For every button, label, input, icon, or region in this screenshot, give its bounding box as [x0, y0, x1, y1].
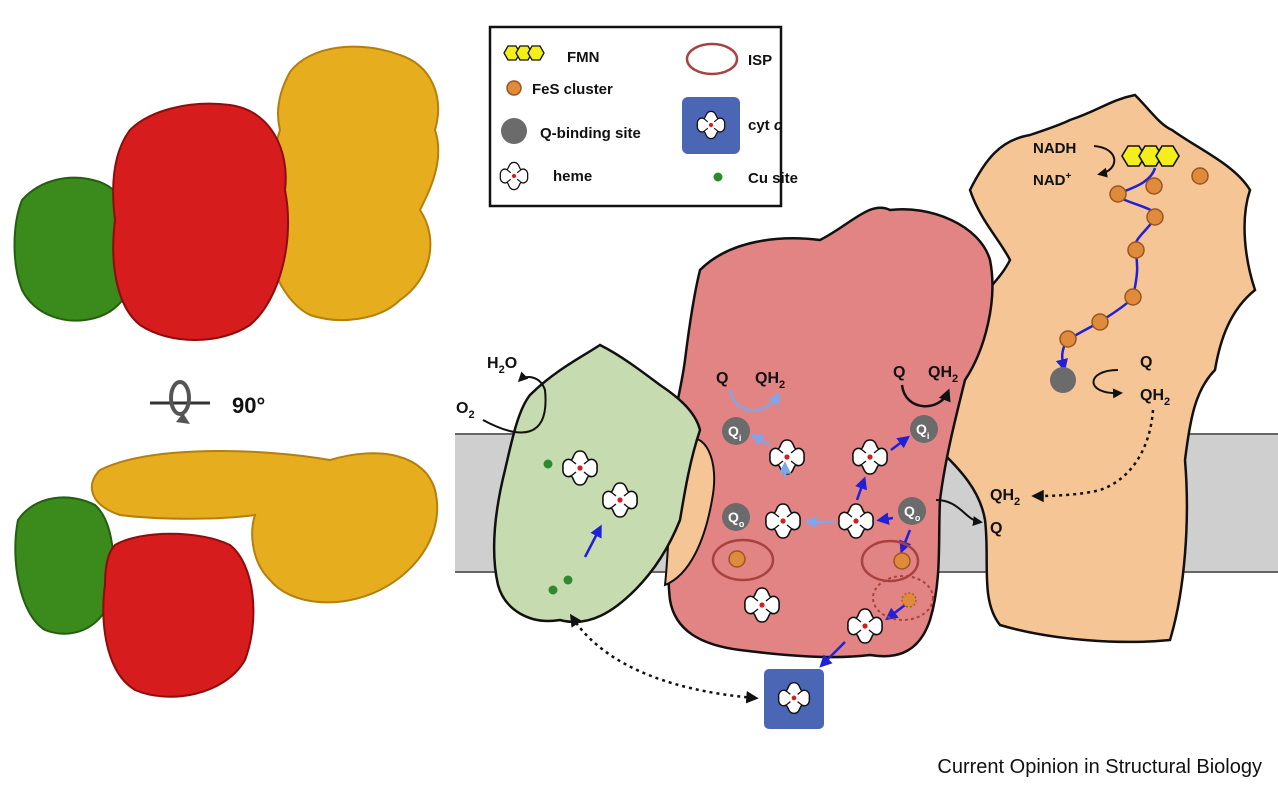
fmn-ring-1: [1121, 145, 1146, 167]
cu-site: [543, 459, 553, 469]
electron-transfer-arrow: [890, 435, 910, 451]
fes-cluster-isp-right: [893, 552, 911, 570]
membrane-qh2-label: QH2: [990, 487, 1020, 508]
isp-moved: [872, 575, 934, 621]
fes-cluster: [1127, 241, 1145, 259]
electron-transfer-arrow: [855, 476, 868, 501]
legend-fes-icon: [506, 80, 522, 96]
fes-clusters-complex-i: [1059, 167, 1209, 348]
electron-transfer-arrow: [876, 512, 894, 525]
qi-site-right: Qi: [910, 415, 938, 443]
complex-iii-q-right-label: Q: [893, 364, 905, 381]
legend-q-site-label: Q-binding site: [540, 125, 641, 142]
qi-left-label: Qi: [728, 423, 741, 443]
isp-right: [860, 539, 920, 583]
rotation-label: 90°: [232, 393, 265, 418]
fes-cluster: [1109, 185, 1127, 203]
legend-isp-icon: [685, 42, 739, 76]
qh2-diffusion-arrow: [1031, 409, 1155, 503]
cryo-em-map-bottom: [14, 450, 439, 698]
fes-cluster: [1091, 313, 1109, 331]
fes-cluster: [1059, 330, 1077, 348]
complex-iii-q-left-label: Q: [716, 370, 728, 387]
fes-cluster: [1191, 167, 1209, 185]
legend-cyt-c-label: cyt c: [748, 117, 783, 134]
qo-site-right: Qo: [898, 497, 926, 525]
q-cycle-arrow-left: [728, 389, 780, 412]
electron-transfer-arrow: [750, 434, 771, 447]
journal-credit: Current Opinion in Structural Biology: [937, 756, 1262, 778]
fes-cluster: [1146, 208, 1164, 226]
cyt-c-shuttle-arrow: [569, 613, 759, 704]
fmn-group: [1121, 145, 1180, 167]
h2o-label: H2O: [487, 355, 517, 376]
legend: FMN FeS cluster Q-binding site heme ISP …: [488, 25, 798, 208]
complex-iii-qh2-right-label: QH2: [928, 364, 958, 385]
complex-i: [938, 93, 1257, 644]
q-binding-site-complex-i: [1050, 367, 1076, 393]
qo-oxidation-arrow: [935, 499, 983, 527]
legend-cu-label: Cu site: [748, 170, 798, 187]
complex-iii-qh2-left-label: QH2: [755, 370, 785, 391]
complex-iv: [492, 343, 702, 624]
q-cycle-arrow-right: [900, 384, 951, 408]
electron-transfer-arrow: [885, 604, 906, 621]
isp-left: [711, 538, 775, 582]
electron-transfer-arrow: [819, 641, 846, 668]
qi-site-left: Qi: [722, 417, 750, 445]
legend-fes-label: FeS cluster: [532, 81, 613, 98]
rotation-indicator: 90°: [150, 380, 265, 424]
qi-right-label: Qi: [916, 421, 929, 441]
q-reduction-arrow-complex-i: [1092, 369, 1123, 399]
fes-cluster: [1124, 288, 1142, 306]
fes-cluster-isp-left: [728, 550, 746, 568]
qo-site-left: Qo: [722, 503, 750, 531]
fmn-ring-2: [1138, 145, 1163, 167]
cu-site: [563, 575, 573, 585]
electron-transfer-arrow: [899, 529, 912, 554]
complex-i-qh2-label: QH2: [1140, 387, 1170, 408]
qo-left-label: Qo: [728, 509, 745, 529]
legend-isp-label: ISP: [748, 52, 772, 69]
nadh-label: NADH: [1033, 140, 1076, 157]
legend-q-site-icon: [501, 118, 527, 144]
o2-reduction-arrow: [482, 371, 547, 434]
cu-site: [548, 585, 558, 595]
legend-heme-label: heme: [553, 168, 592, 185]
legend-fmn-icon: [503, 45, 545, 61]
membrane-q-label: Q: [990, 520, 1002, 537]
electron-transfer-arrow: [583, 524, 602, 558]
nad-label: NAD+: [1033, 171, 1072, 189]
complex-i-q-label: Q: [1140, 354, 1152, 371]
fes-cluster-isp-moved: [901, 592, 917, 608]
legend-cu-icon: [713, 172, 723, 182]
cryo-em-map-top: [13, 45, 440, 341]
nadh-arrow: [1093, 145, 1116, 178]
fmn-ring-3: [1155, 145, 1180, 167]
qo-right-label: Qo: [904, 503, 921, 523]
fes-cluster: [1145, 177, 1163, 195]
o2-label: O2: [456, 400, 475, 421]
complex-iii: [667, 206, 994, 659]
legend-fmn-label: FMN: [567, 49, 600, 66]
